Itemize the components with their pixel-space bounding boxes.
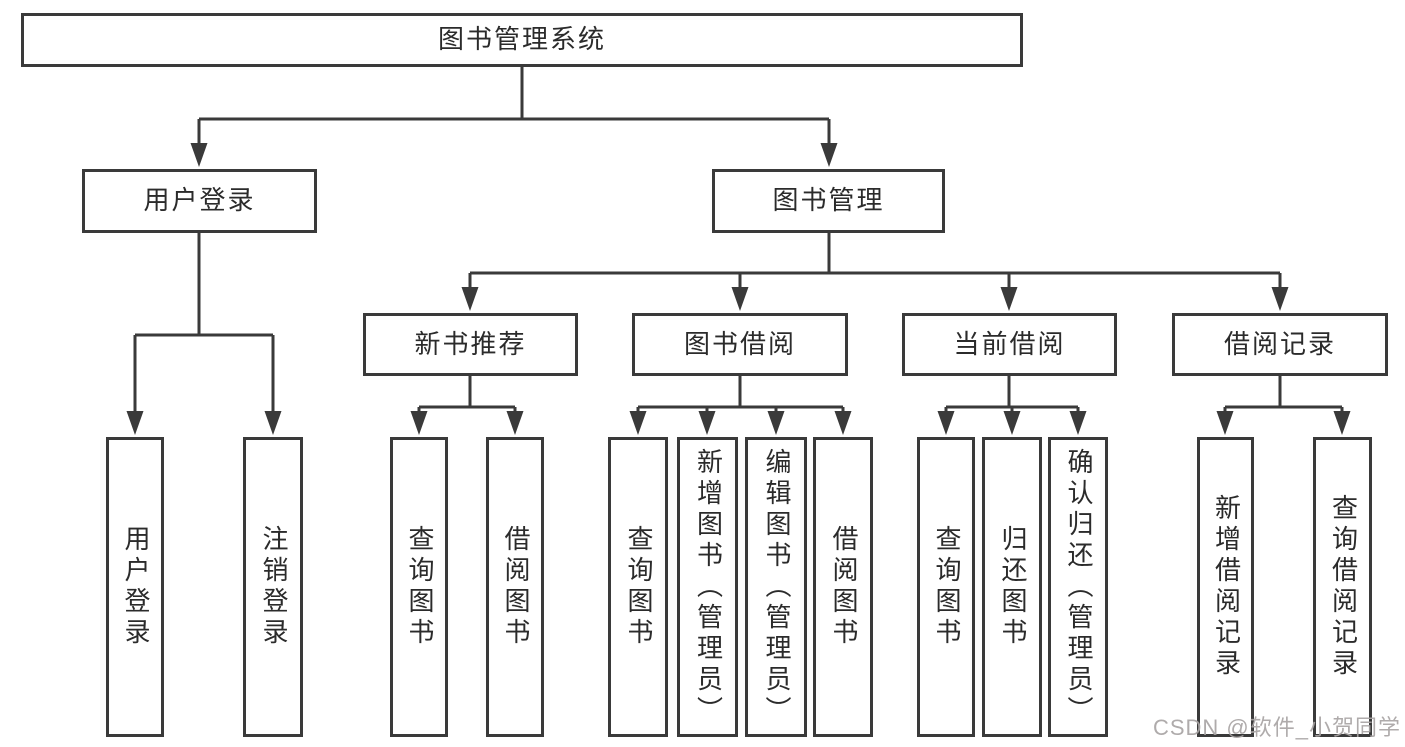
node-bb-query-books: 查询图书 <box>608 437 668 737</box>
node-bb-edit-books-admin: 编辑图书（管理员） <box>745 437 807 737</box>
node-user-login: 用户登录 <box>106 437 164 737</box>
node-borrowing-records: 借阅记录 <box>1172 313 1388 376</box>
node-cb-query-books: 查询图书 <box>917 437 975 737</box>
node-nb-query-books: 查询图书 <box>390 437 448 737</box>
node-bb-add-books-admin: 新增图书（管理员） <box>677 437 738 737</box>
node-book-borrowing: 图书借阅 <box>632 313 848 376</box>
node-current-borrowing: 当前借阅 <box>902 313 1117 376</box>
node-library-system: 图书管理系统 <box>21 13 1023 67</box>
node-logout: 注销登录 <box>243 437 303 737</box>
node-cb-confirm-return-admin: 确认归还（管理员） <box>1048 437 1108 737</box>
node-cb-return-books: 归还图书 <box>982 437 1042 737</box>
node-br-add-record: 新增借阅记录 <box>1197 437 1254 737</box>
node-nb-borrow-books: 借阅图书 <box>486 437 544 737</box>
node-user-login-module: 用户登录 <box>82 169 317 233</box>
watermark: CSDN @软件_小贺同学 <box>1152 715 1401 740</box>
node-new-book-recommend: 新书推荐 <box>363 313 578 376</box>
node-br-query-record: 查询借阅记录 <box>1313 437 1372 737</box>
node-book-management: 图书管理 <box>712 169 945 233</box>
node-bb-borrow-books: 借阅图书 <box>813 437 873 737</box>
